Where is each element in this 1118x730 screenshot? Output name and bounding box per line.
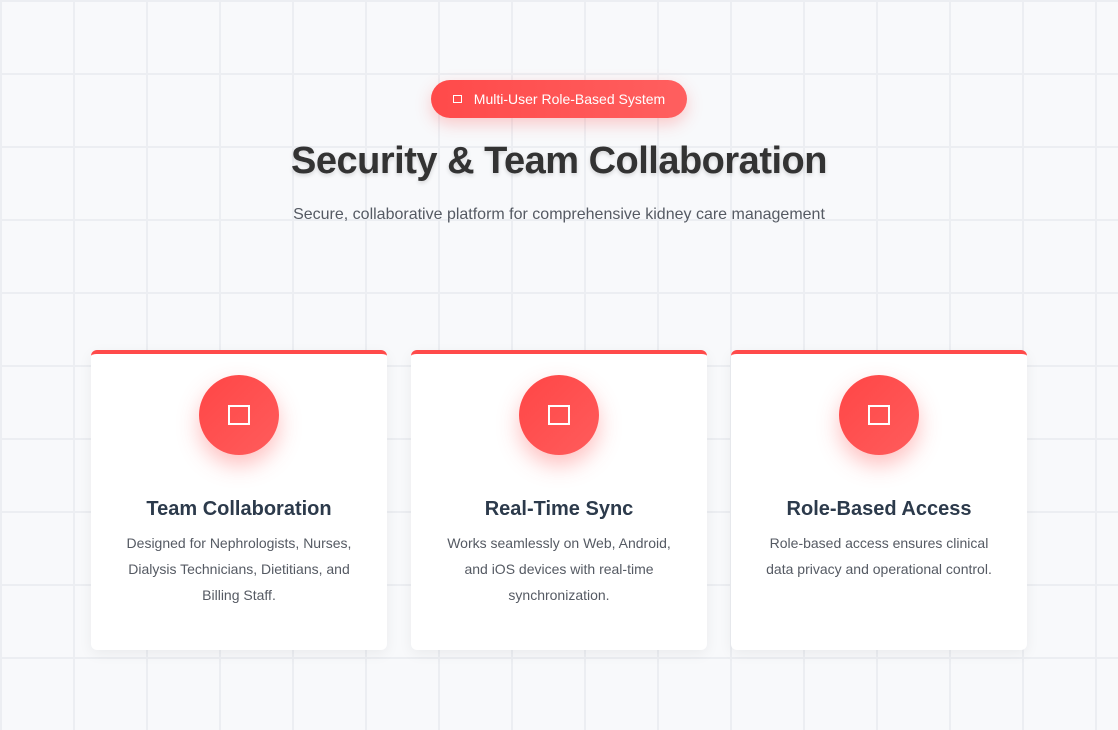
window-icon (868, 405, 890, 425)
feature-card-real-time-sync: Real-Time Sync Works seamlessly on Web, … (411, 350, 707, 650)
feature-card-description: Designed for Nephrologists, Nurses, Dial… (126, 535, 352, 603)
feature-card-title: Real-Time Sync (484, 498, 634, 520)
role-system-badge: Multi-User Role-Based System (430, 80, 688, 118)
feature-cards: Team Collaboration Designed for Nephrolo… (91, 350, 1027, 650)
feature-card-title: Role-Based Access (786, 498, 972, 520)
window-icon (228, 405, 250, 425)
window-icon (452, 95, 462, 103)
feature-card-description: Works seamlessly on Web, Android, and iO… (447, 535, 671, 603)
feature-card-team-collaboration: Team Collaboration Designed for Nephrolo… (91, 350, 387, 650)
feature-card-title: Team Collaboration (146, 498, 332, 520)
hero-section: Multi-User Role-Based System Security & … (0, 80, 1118, 226)
badge-label: Multi-User Role-Based System (473, 91, 666, 107)
page-subtitle: Secure, collaborative platform for compr… (293, 206, 825, 223)
feature-icon-circle (199, 375, 279, 455)
feature-card-description: Role-based access ensures clinical data … (766, 535, 992, 577)
window-icon (548, 405, 570, 425)
page-title: Security & Team Collaboration (291, 140, 827, 182)
feature-icon-circle (839, 375, 919, 455)
feature-card-role-based-access: Role-Based Access Role-based access ensu… (731, 350, 1027, 650)
feature-icon-circle (519, 375, 599, 455)
